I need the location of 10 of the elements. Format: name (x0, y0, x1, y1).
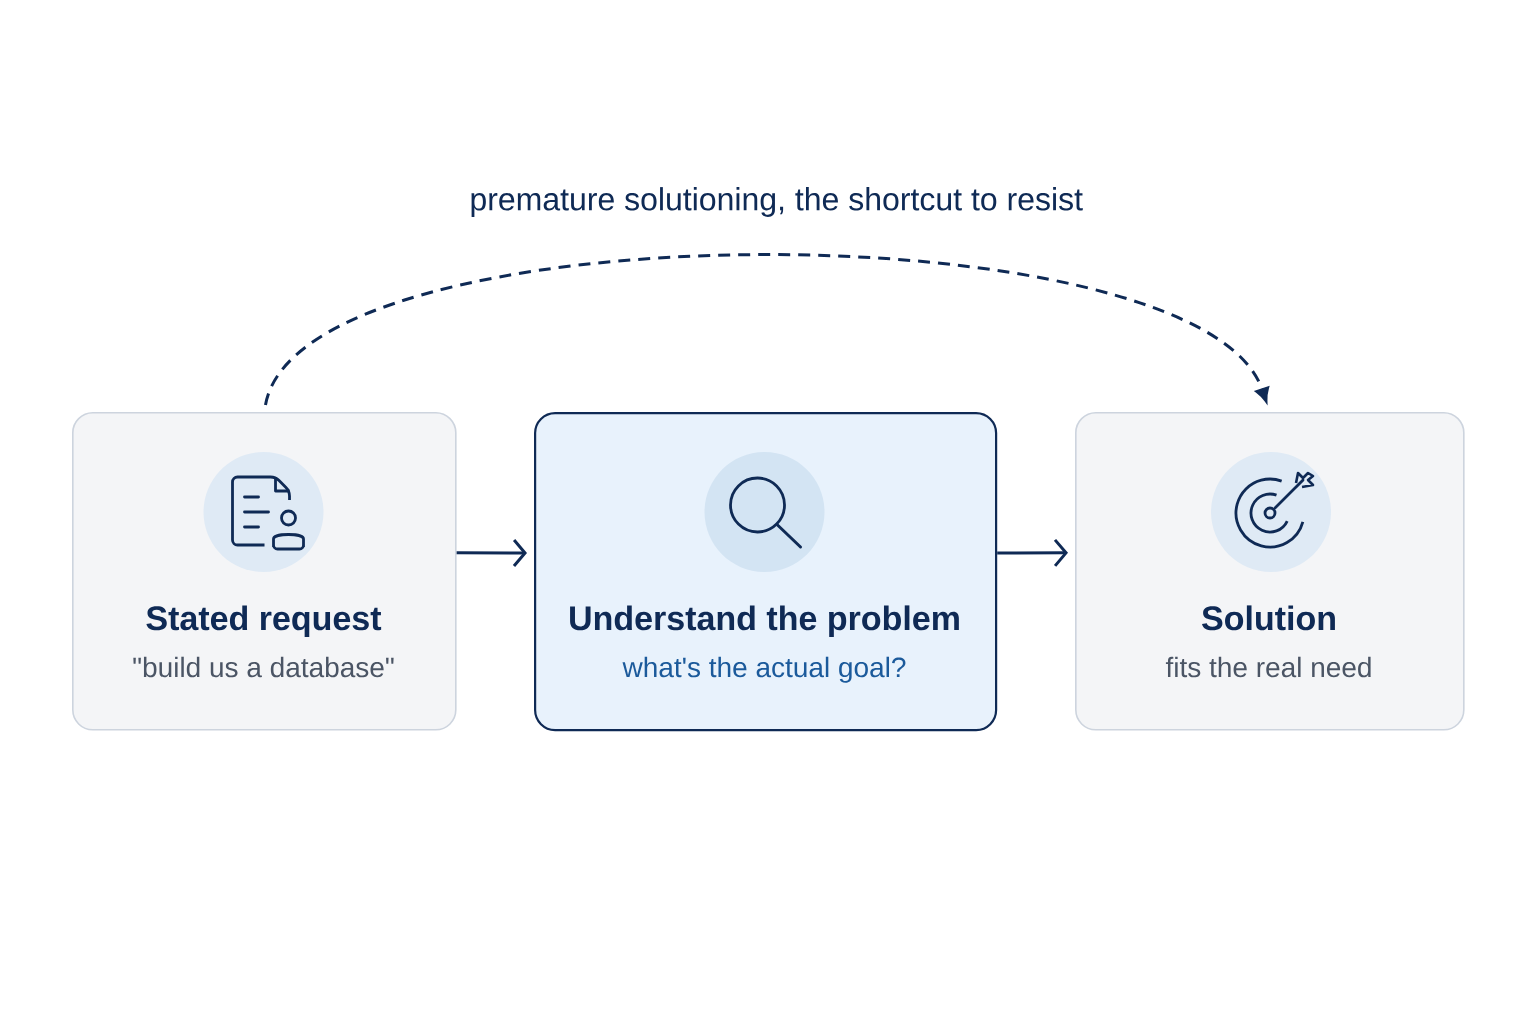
box-title: Solution (1202, 605, 1335, 631)
box-title: Understand the problem (570, 605, 959, 638)
box-subtitle: what's the actual goal? (622, 656, 906, 683)
box-subtitle: fits the real need (1165, 656, 1371, 678)
box-subtitle: "build us a database" (133, 656, 394, 678)
process-box (1075, 412, 1465, 731)
process-box (72, 412, 457, 731)
edge-label: premature solutioning, the shortcut to resist (465, 183, 1088, 221)
process-box (534, 412, 998, 732)
box-title: Stated request (146, 605, 382, 638)
